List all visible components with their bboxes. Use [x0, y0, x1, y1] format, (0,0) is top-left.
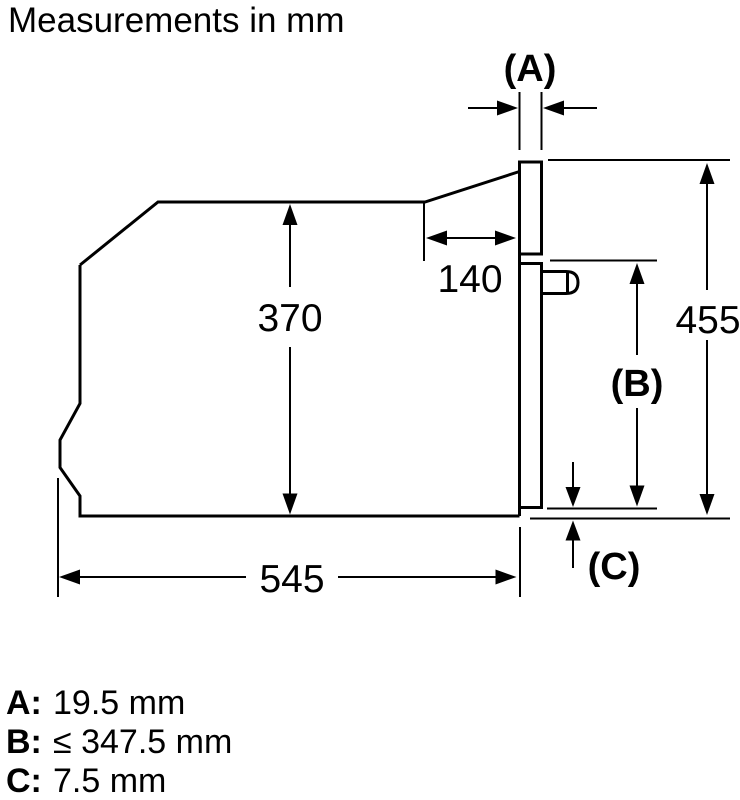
page-title: Measurements in mm	[8, 1, 345, 40]
legend-row-b: B: ≤ 347.5 mm	[6, 723, 232, 762]
dim-545-label: 545	[259, 558, 324, 601]
dim-a-label: (A)	[504, 48, 557, 90]
legend-value-c: 7.5 mm	[53, 762, 167, 800]
dim-370	[282, 204, 298, 515]
dim-c-label: (C)	[588, 546, 641, 588]
control-knob	[541, 270, 580, 295]
legend-key-a: A:	[6, 684, 42, 722]
legend-value-a: 19.5 mm	[53, 684, 186, 722]
legend-row-c: C: 7.5 mm	[6, 762, 232, 800]
dim-c	[530, 462, 730, 568]
legend-key-c: C:	[6, 762, 42, 800]
legend-row-a: A: 19.5 mm	[6, 684, 232, 723]
front-door	[519, 262, 543, 509]
front-panel-upper	[518, 160, 543, 256]
dim-b	[550, 259, 657, 507]
dim-455	[548, 159, 730, 515]
dim-140-label: 140	[437, 258, 502, 301]
dim-370-label: 370	[257, 297, 322, 340]
dim-140	[423, 203, 516, 261]
dim-b-label: (B)	[611, 363, 664, 405]
legend-key-b: B:	[6, 723, 42, 761]
legend: A: 19.5 mm B: ≤ 347.5 mm C: 7.5 mm	[6, 684, 232, 800]
appliance-outline	[58, 160, 580, 518]
dim-455-label: 455	[675, 299, 740, 342]
dim-a	[468, 92, 597, 150]
legend-value-b: ≤ 347.5 mm	[53, 723, 233, 761]
dim-545	[57, 478, 521, 597]
